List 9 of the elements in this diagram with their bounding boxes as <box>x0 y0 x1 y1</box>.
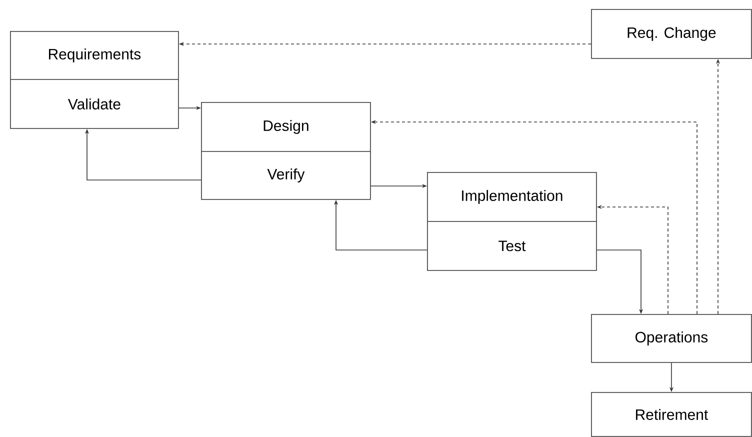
process-box: Design <box>201 102 371 152</box>
process-box: Operations <box>591 314 752 363</box>
process-box: Requirements <box>10 31 179 80</box>
process-box: Retirement <box>591 392 752 437</box>
process-box: Implementation <box>427 172 597 222</box>
process-box: Verify <box>201 151 371 200</box>
process-box: Test <box>427 221 597 271</box>
process-box: Req. Change <box>591 9 752 59</box>
process-box: Validate <box>10 79 179 129</box>
